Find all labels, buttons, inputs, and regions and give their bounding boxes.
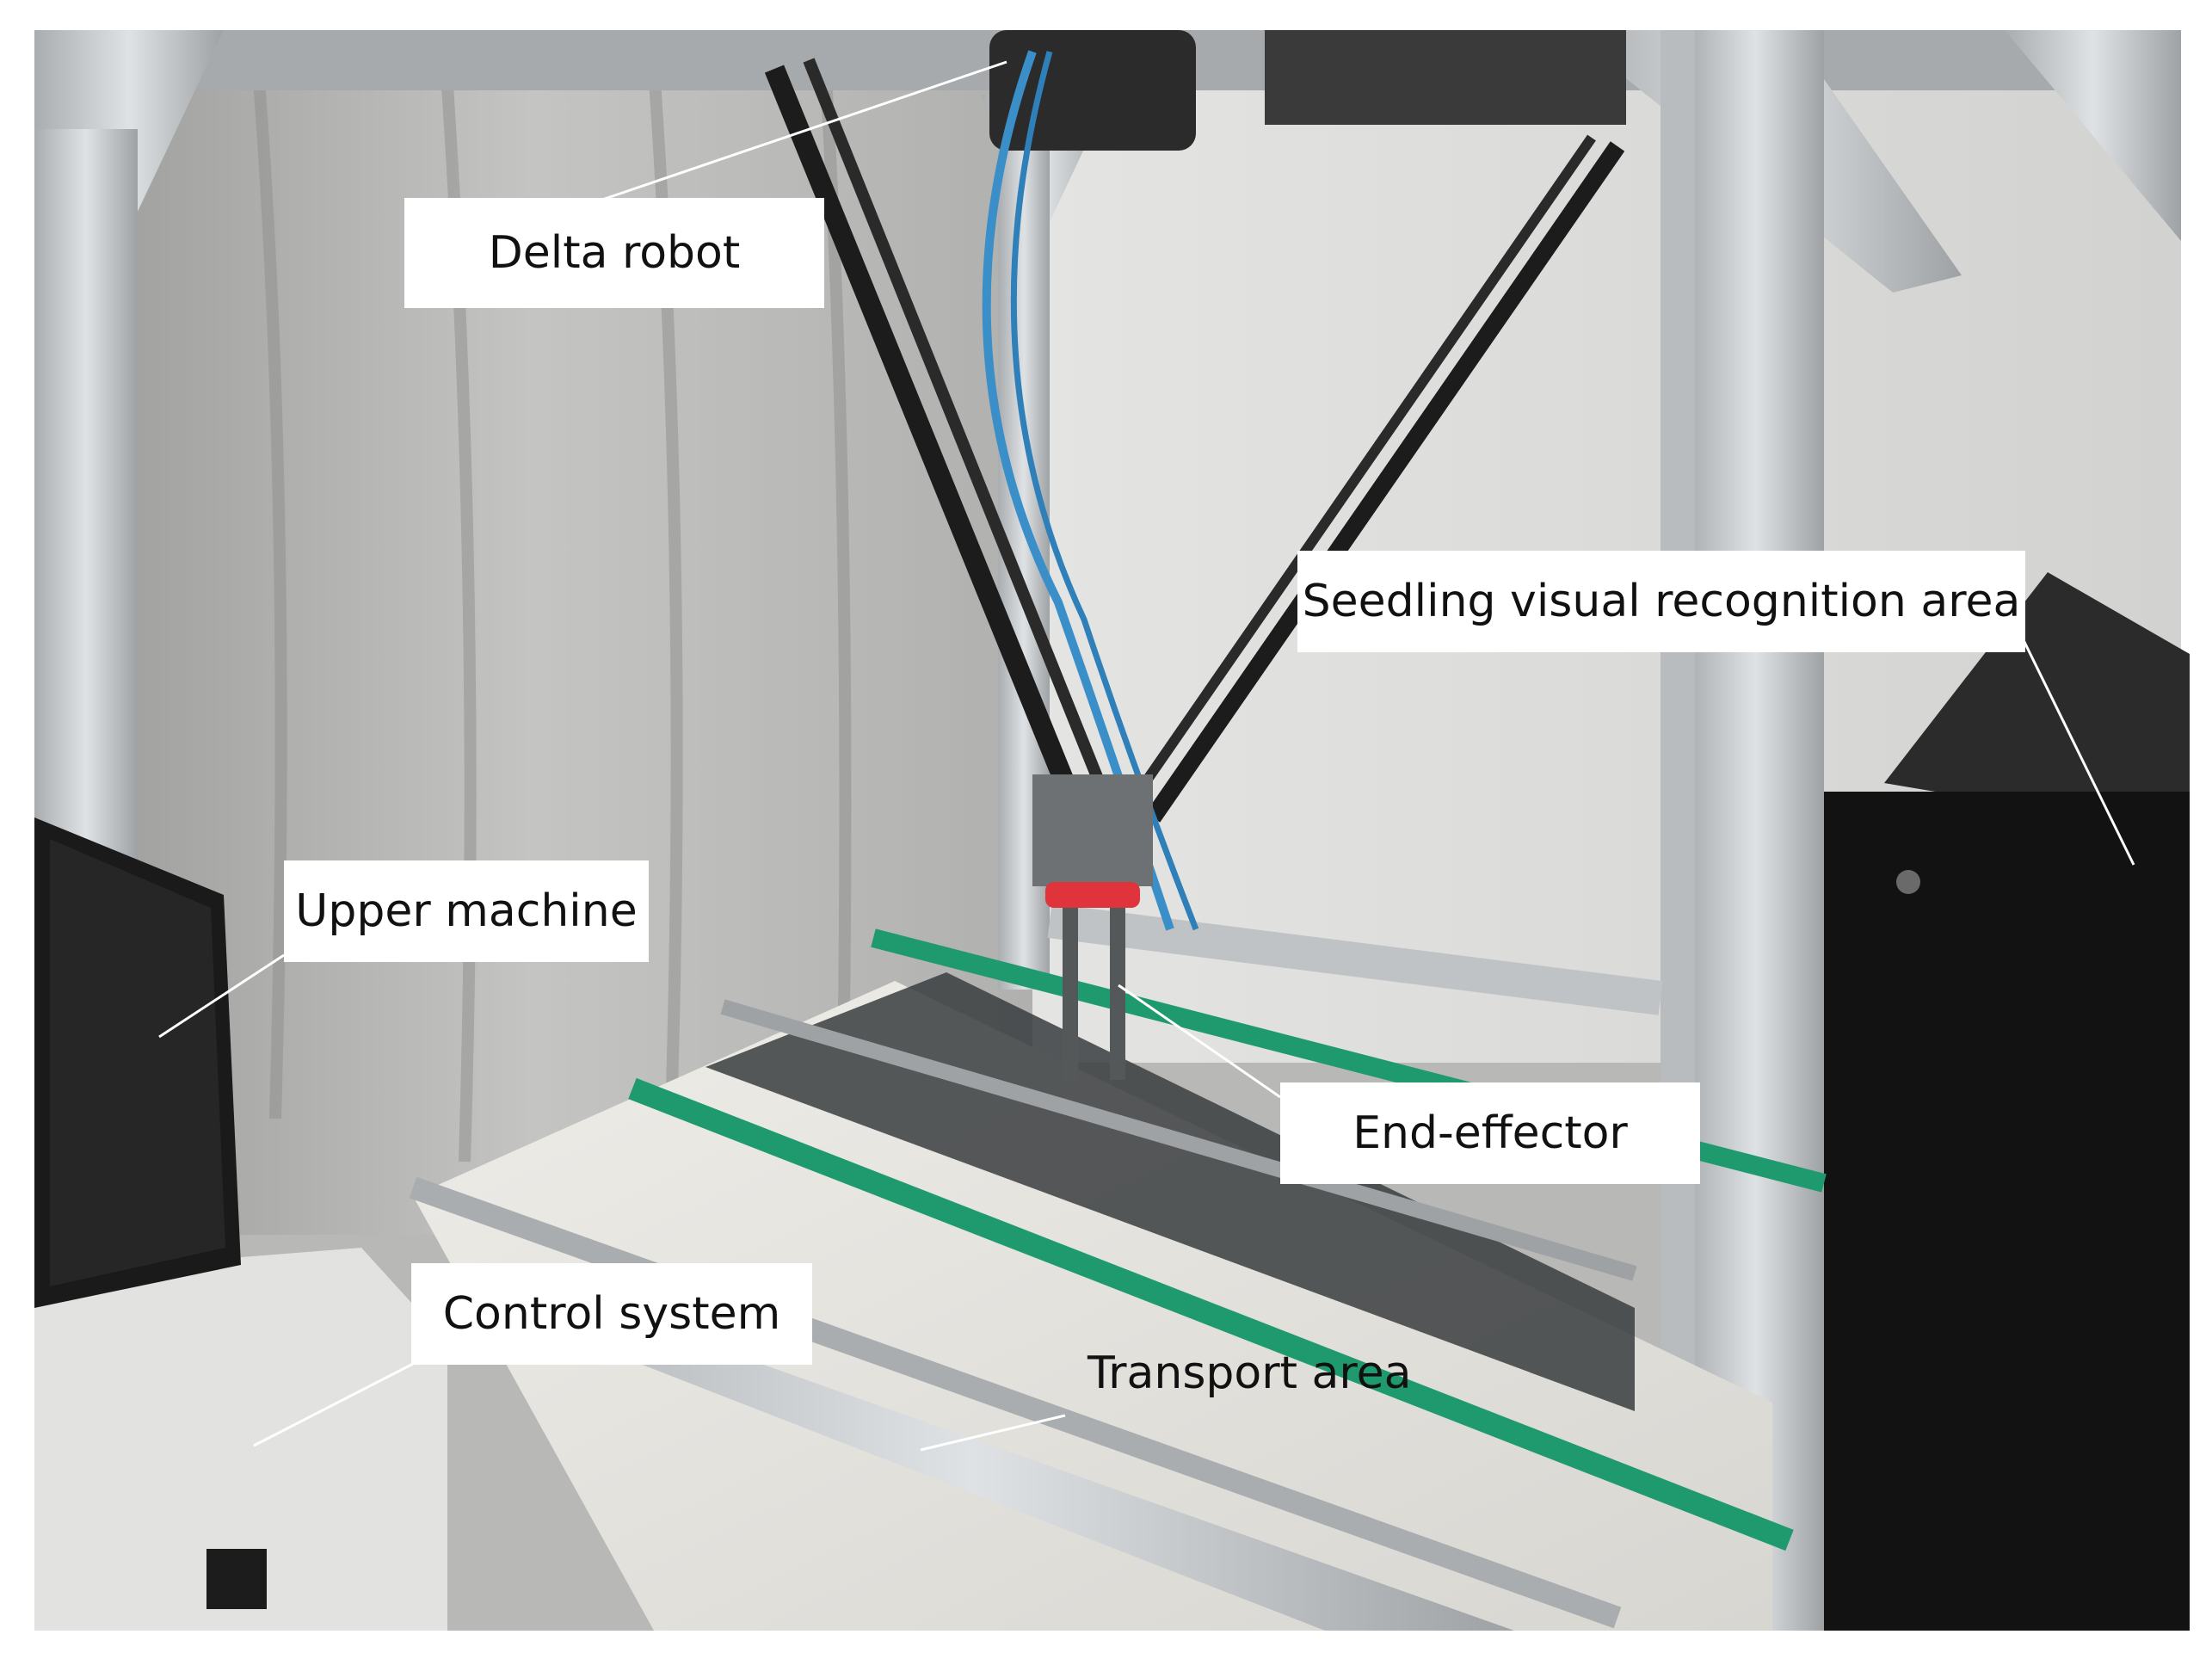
label-control-system: Control system	[411, 1263, 812, 1365]
cabinet-knob	[1896, 870, 1920, 894]
gripper-finger-right	[1110, 908, 1125, 1080]
right-column	[1686, 30, 1824, 1631]
gripper-finger-left	[1063, 908, 1078, 1080]
end-effector-red-ring	[1045, 882, 1140, 908]
label-seedling-visual-recognition-area: Seedling visual recognition area	[1297, 551, 2025, 652]
leader-lines	[158, 60, 2135, 1452]
robot-arm-right-2	[1123, 134, 1596, 812]
monitor-screen	[50, 839, 225, 1286]
label-end-effector: End-effector	[1280, 1082, 1700, 1184]
label-transport-area: Transport area	[1088, 1348, 1412, 1399]
black-cabinet-top	[1884, 572, 2190, 835]
robot-arm-left-2	[803, 58, 1116, 811]
silver-rail-2	[409, 1176, 1622, 1629]
robot-arm-left	[764, 65, 1086, 813]
robot-base-plate	[1265, 30, 1626, 125]
silver-rail-1	[720, 999, 1637, 1281]
back-frame-rail	[1047, 904, 1663, 1015]
curtain-folds	[252, 68, 852, 1163]
black-cabinet	[1824, 792, 2190, 1631]
robot-arm-right	[1145, 141, 1625, 823]
end-effector-body	[1032, 774, 1153, 886]
control-box	[34, 1248, 447, 1631]
green-rail-front	[628, 1077, 1794, 1551]
label-delta-robot: Delta robot	[404, 198, 824, 308]
far-right-brace	[2005, 30, 2181, 241]
control-box-panel	[206, 1549, 267, 1609]
label-upper-machine: Upper machine	[284, 860, 649, 962]
robot-motor-housing	[989, 30, 1196, 151]
conveyor-dark-strip	[705, 972, 1635, 1411]
